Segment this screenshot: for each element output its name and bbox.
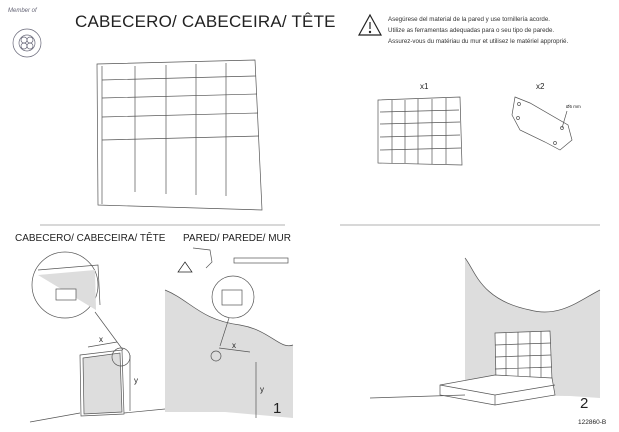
headboard-qty: x1 xyxy=(420,82,429,91)
headboard-drawing xyxy=(96,59,263,211)
x-label: x xyxy=(232,341,236,350)
step-number: 1 xyxy=(273,400,282,417)
step1-wall-heading: PARED/ PAREDE/ MUR xyxy=(183,233,291,244)
logo-text: Member of xyxy=(8,8,37,14)
warning-line: Assurez-vous du matériau du mur et utili… xyxy=(388,38,569,45)
bracket-part-icon xyxy=(511,96,573,151)
step1-headboard-heading: CABECERO/ CABECEIRA/ TÊTE xyxy=(15,233,166,244)
brand-logo xyxy=(12,28,42,58)
y-label: y xyxy=(260,385,264,394)
headboard-part-icon xyxy=(377,96,463,166)
warning-triangle-icon xyxy=(357,13,383,36)
wall-drawing xyxy=(164,247,294,418)
hole-diameter: Ø5 mm xyxy=(566,104,581,109)
page-title: CABECERO/ CABECEIRA/ TÊTE xyxy=(75,12,336,31)
step2-drawing xyxy=(369,257,601,406)
warning-line: Utilize as ferramentas adequadas para o … xyxy=(388,27,555,34)
bracket-qty: x2 xyxy=(536,82,545,91)
y-label: y xyxy=(134,376,138,385)
warning-line: Asegúrese del material de la pared y use… xyxy=(388,16,550,23)
warning-text: Asegúrese del material de la pared y use… xyxy=(388,14,568,47)
headboard-back-detail xyxy=(29,251,166,423)
x-label: x xyxy=(99,335,103,344)
step-number: 2 xyxy=(580,395,589,412)
document-code: 122860-B xyxy=(578,419,607,426)
